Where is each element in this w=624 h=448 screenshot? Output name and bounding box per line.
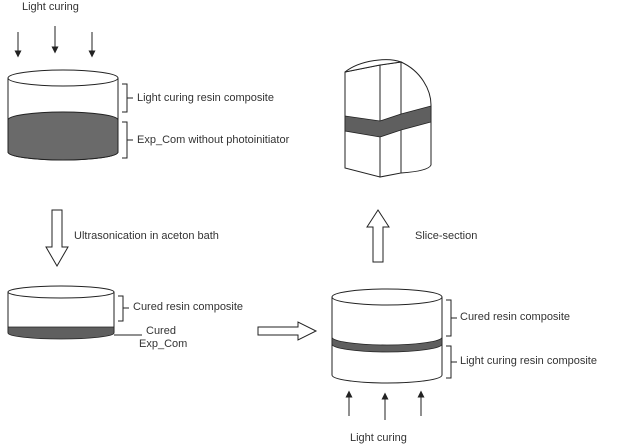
exp-com-without-photoinitiator-label: Exp_Com without photoinitiator <box>137 134 290 146</box>
stage1-brackets <box>122 83 133 159</box>
light-curing-resin-composite-label: Light curing resin composite <box>460 355 597 367</box>
cured-exp-com-label-line1: Cured <box>146 325 176 337</box>
stage1-cylinder <box>7 69 119 161</box>
process-arrow-down <box>45 209 69 267</box>
process-arrow-right <box>257 321 318 341</box>
process-arrow-up <box>366 209 390 263</box>
cured-exp-com-band <box>7 326 115 340</box>
light-arrows-bottom <box>345 390 425 420</box>
stage3-brackets <box>446 299 457 379</box>
cured-exp-com-label-line2: Exp_Com <box>139 338 188 350</box>
light-arrows-top <box>14 26 96 58</box>
ultrasonication-step-label: Ultrasonication in aceton bath <box>74 230 219 242</box>
light-curing-top-label: Light curing <box>22 1 79 13</box>
stage4-sliced-cylinder <box>344 59 432 178</box>
cured-resin-composite-label: Cured resin composite <box>460 311 571 323</box>
cured-exp-com-band <box>331 336 443 353</box>
stage2-cylinder <box>7 285 115 340</box>
exp-com-layer <box>7 111 119 161</box>
cured-exp-com-band <box>344 105 432 138</box>
cured-resin-composite-label: Cured resin composite <box>133 301 244 313</box>
slice-section-step-label: Slice-section <box>415 230 478 242</box>
stage2-brackets <box>114 295 142 336</box>
light-curing-resin-composite-label: Light curing resin composite <box>137 92 274 104</box>
light-curing-bottom-label: Light curing <box>350 432 407 444</box>
stage3-cylinder <box>331 288 443 384</box>
